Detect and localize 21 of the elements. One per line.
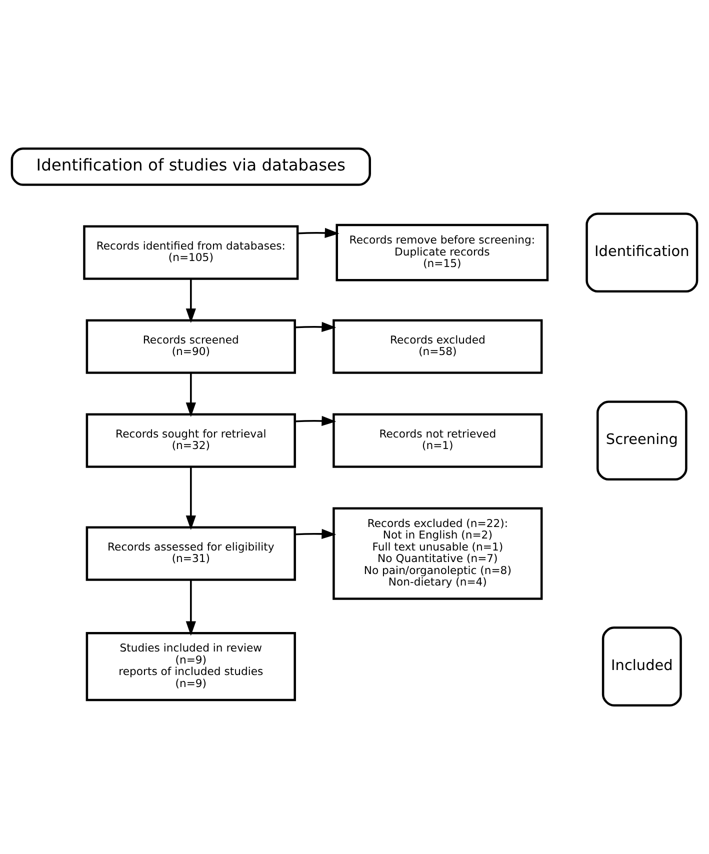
arrow xyxy=(186,466,196,530)
node-box: Records identified from databases: (n=105) xyxy=(83,225,299,280)
arrow xyxy=(294,528,336,539)
arrow xyxy=(294,416,336,426)
arrow xyxy=(298,228,340,238)
node-box: Identification xyxy=(586,212,698,293)
node-box: Records screened (n=90) xyxy=(86,319,296,374)
node-box: Records remove before screening: Duplicate records (n=15) xyxy=(336,224,549,282)
arrow xyxy=(186,580,196,636)
arrow xyxy=(294,322,336,332)
node-box: Studies included in review (n=9) reports of included studies (n=9) xyxy=(86,632,296,702)
node-box: Records excluded (n=58) xyxy=(332,319,543,374)
node-box: Identification of studies via databases xyxy=(10,147,371,186)
arrow xyxy=(186,278,196,324)
node-box: Records not retrieved (n=1) xyxy=(332,413,543,468)
node-box: Screening xyxy=(596,400,688,481)
arrow xyxy=(186,372,196,418)
node-box: Records excluded (n=22): Not in English (n=2) Full text unusable (n=1) No Quantitative (n=7) No pain/organoleptic (n=8) Non-dietary (n=4) xyxy=(332,507,543,600)
node-box: Records assessed for eligibility (n=31) xyxy=(86,526,296,581)
node-box: Included xyxy=(602,626,682,707)
node-box: Records sought for retrieval (n=32) xyxy=(86,413,296,468)
